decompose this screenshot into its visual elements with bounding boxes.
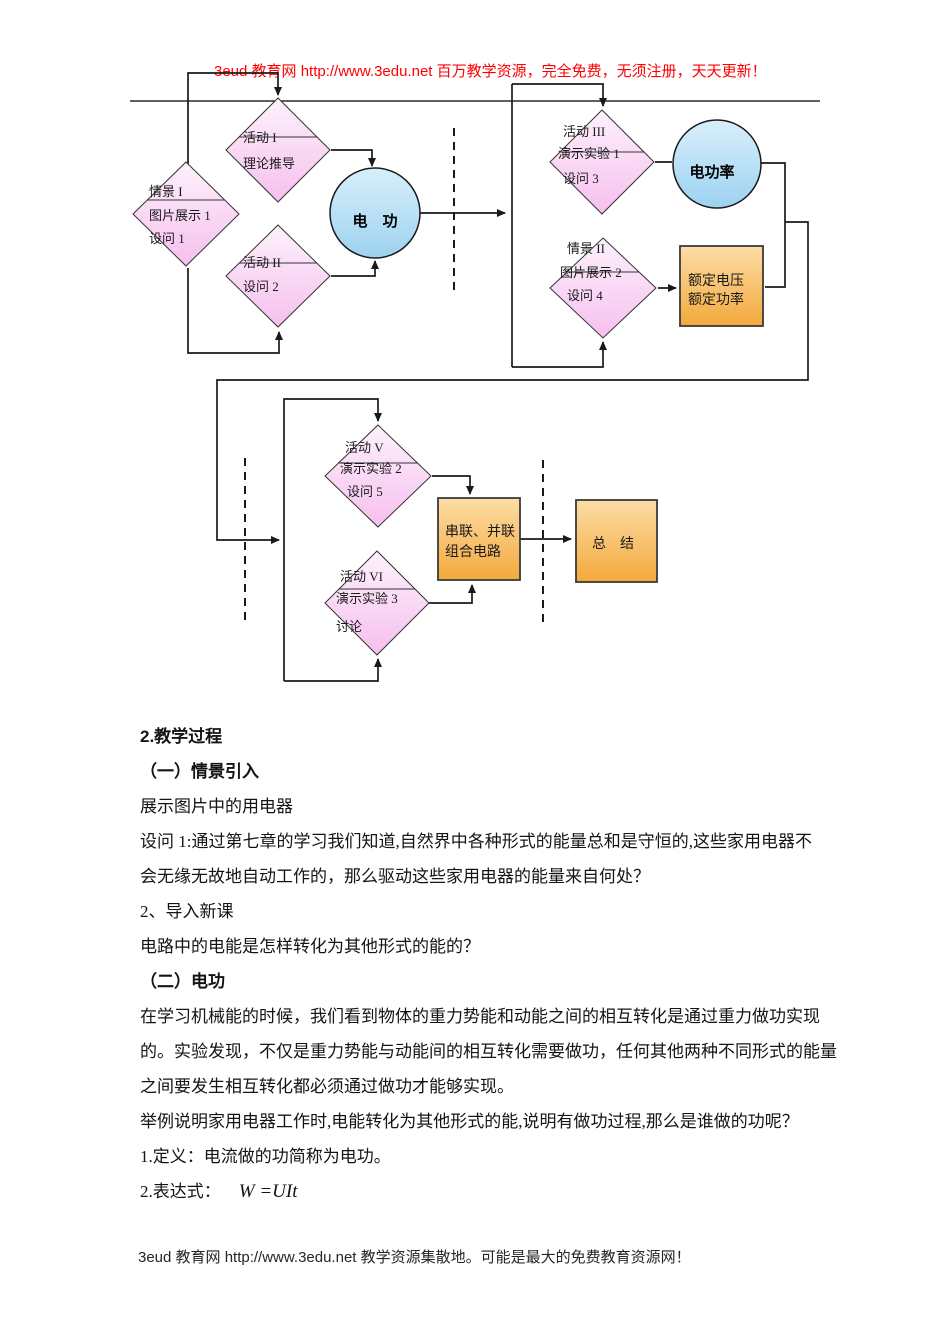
paragraph-line: 之间要发生相互转化都必须通过做功才能够实现。 xyxy=(140,1077,514,1096)
node-label: 设问 4 xyxy=(567,288,603,303)
teaching-flowchart: 情景 I 图片展示 1 设问 1 活动 I 理论推导 活动 II 设问 2 电 … xyxy=(130,72,820,682)
diamond-shape xyxy=(324,424,432,528)
diamond-qingjing1: 情景 I 图片展示 1 设问 1 xyxy=(132,161,240,267)
node-label: 组合电路 xyxy=(445,544,501,560)
box-shape xyxy=(679,245,764,327)
box-chuanlian: 串联、并联 组合电路 xyxy=(437,497,521,581)
subsection-title: （一）情景引入 xyxy=(140,762,259,781)
circle-shape xyxy=(329,167,421,259)
paragraph-line: 1.定义：电流做的功简称为电功。 xyxy=(140,1147,391,1166)
diamond-shape xyxy=(324,550,430,656)
paragraph-line: 在学习机械能的时候，我们看到物体的重力势能和动能之间的相互转化是通过重力做功实现 xyxy=(140,1007,820,1026)
node-label: 设问 2 xyxy=(243,279,279,294)
site-header-text: 3eud 教育网 http://www.3edu.net 百万教学资源，完全免费… xyxy=(214,63,767,80)
connector-rail-to-section3 xyxy=(216,221,809,544)
formula-label: 2.表达式： xyxy=(140,1182,221,1201)
node-label: 活动 III xyxy=(563,124,605,139)
circle-diangonglv: 电功率 xyxy=(672,119,762,209)
node-label: 图片展示 2 xyxy=(560,265,622,280)
node-label: 设问 1 xyxy=(149,231,185,246)
node-label: 活动 VI xyxy=(340,569,383,584)
diamond-huodong6: 活动 VI 演示实验 3 讨论 xyxy=(324,550,430,656)
diamond-shape xyxy=(225,224,331,328)
node-label: 活动 I xyxy=(243,130,277,145)
connector-trunk-qingjing2 xyxy=(512,341,607,368)
diamond-shape xyxy=(549,237,657,339)
node-label: 图片展示 1 xyxy=(149,208,211,223)
box-shape xyxy=(437,497,521,581)
node-label: 设问 5 xyxy=(347,484,383,499)
box-shape xyxy=(575,499,658,583)
paragraph-line: 2、导入新课 xyxy=(140,902,234,921)
flowchart-connectors xyxy=(187,72,809,682)
circle-diangong: 电 功 xyxy=(329,167,421,259)
diamond-huodong3: 活动 III 演示实验 1 设问 3 xyxy=(549,109,655,215)
node-label: 演示实验 2 xyxy=(340,461,402,476)
connector-huodong2-diangong xyxy=(331,260,379,277)
diamond-qingjing2: 情景 II 图片展示 2 设问 4 xyxy=(549,237,657,339)
node-label: 理论推导 xyxy=(243,156,295,171)
connector-huodong6-chuanlian xyxy=(429,584,476,604)
node-label: 演示实验 3 xyxy=(336,591,398,606)
connector-qingjing1-huodong2 xyxy=(187,268,283,354)
paragraph-line: 电路中的电能是怎样转化为其他形式的能的？ xyxy=(140,937,480,956)
formula-line: 2.表达式： W =UIt xyxy=(140,1174,840,1209)
connector-loop-huodong5 xyxy=(283,398,382,681)
paragraph-line: 的。实验发现，不仅是重力势能与动能间的相互转化需要做功，任何其他两种不同形式的能… xyxy=(140,1042,837,1061)
paragraph-line: 设问 1:通过第七章的学习我们知道,自然界中各种形式的能量总和是守恒的,这些家用… xyxy=(140,832,812,851)
node-label: 串联、并联 xyxy=(445,524,515,540)
node-label: 讨论 xyxy=(336,619,362,634)
site-footer-text: 3eud 教育网 http://www.3edu.net 教学资源集散地。可能是… xyxy=(138,1249,691,1266)
node-label: 活动 II xyxy=(243,255,281,270)
paragraph-line: 举例说明家用电器工作时,电能转化为其他形式的能,说明有做功过程,那么是谁做的功呢… xyxy=(140,1112,799,1131)
paragraph-line: 展示图片中的用电器 xyxy=(140,797,293,816)
paragraph-line: 会无缘无故地自动工作的，那么驱动这些家用电器的能量来自何处？ xyxy=(140,867,650,886)
diamond-huodong2: 活动 II 设问 2 xyxy=(225,224,331,328)
diamond-shape xyxy=(225,97,331,203)
node-label: 活动 V xyxy=(345,440,384,455)
diamond-shape xyxy=(549,109,655,215)
connector-trunk-huodong3 xyxy=(512,83,607,107)
diamond-huodong1: 活动 I 理论推导 xyxy=(225,97,331,203)
node-label: 额定电压 xyxy=(688,273,744,289)
node-label: 电功率 xyxy=(689,163,734,181)
node-label: 情景 I xyxy=(149,184,183,199)
subsection-title: （二）电功 xyxy=(140,972,225,991)
node-label: 情景 II xyxy=(567,241,605,256)
diamond-shape xyxy=(132,161,240,267)
connector-loop-huodong6 xyxy=(284,658,382,682)
node-label: 演示实验 1 xyxy=(558,146,620,161)
lesson-text: 2.教学过程 （一）情景引入 展示图片中的用电器 设问 1:通过第七章的学习我们… xyxy=(140,719,840,1209)
section-title: 2.教学过程 xyxy=(140,727,223,746)
connector-huodong1-diangong xyxy=(331,149,376,167)
node-label: 电 功 xyxy=(352,212,397,230)
formula-expression: W =UIt xyxy=(238,1181,298,1202)
box-eding: 额定电压 额定功率 xyxy=(679,245,764,327)
connector-diangonglv-rail xyxy=(761,162,786,288)
box-zongjie: 总 结 xyxy=(575,499,658,583)
node-label: 额定功率 xyxy=(688,291,744,308)
node-label: 设问 3 xyxy=(563,171,599,186)
circle-shape xyxy=(672,119,762,209)
connector-qingjing1-huodong1 xyxy=(187,72,282,164)
connector-huodong5-chuanlian xyxy=(432,475,474,495)
diamond-huodong5: 活动 V 演示实验 2 设问 5 xyxy=(324,424,432,528)
node-label: 总 结 xyxy=(592,536,634,552)
